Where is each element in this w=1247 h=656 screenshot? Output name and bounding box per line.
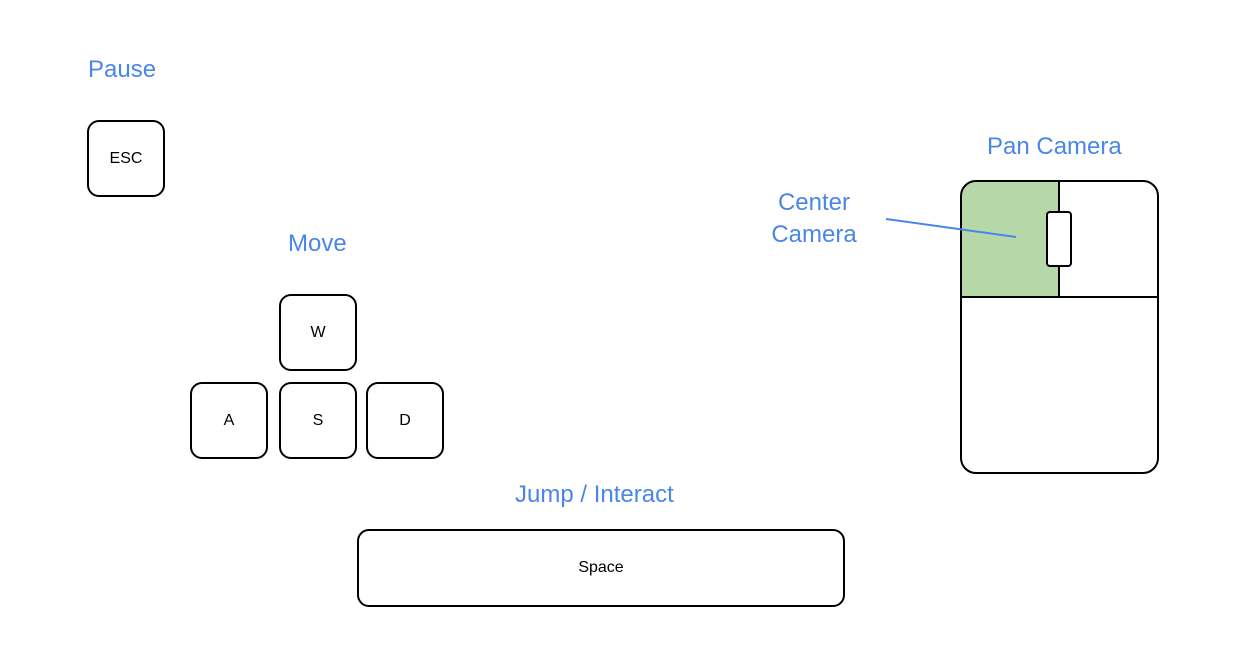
right-mouse-button[interactable] (1059, 181, 1158, 297)
a-key[interactable]: A (190, 382, 268, 459)
space-key[interactable]: Space (357, 529, 845, 607)
pause-label: Pause (88, 56, 157, 83)
s-key[interactable]: S (279, 382, 357, 459)
center-camera-label: Center Camera (766, 187, 862, 251)
center-camera-label-line1: Center (777, 189, 851, 216)
left-mouse-button[interactable] (961, 181, 1059, 297)
pan-camera-label: Pan Camera (987, 133, 1122, 160)
move-label: Move (288, 230, 347, 257)
mouse-icon (960, 180, 1159, 474)
esc-key[interactable]: ESC (87, 120, 165, 197)
jump-interact-label: Jump / Interact (515, 481, 674, 508)
leader-line (885, 218, 1017, 238)
scroll-wheel[interactable] (1046, 211, 1072, 267)
w-key[interactable]: W (279, 294, 357, 371)
d-key[interactable]: D (366, 382, 444, 459)
center-camera-label-line2: Camera (771, 221, 857, 248)
